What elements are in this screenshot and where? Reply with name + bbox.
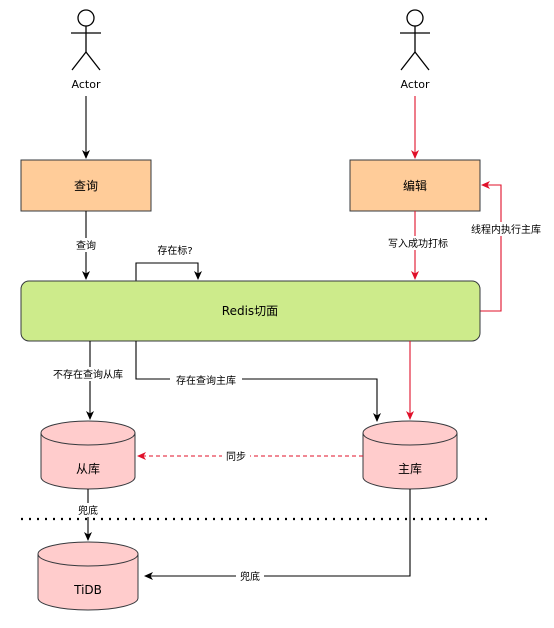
redis-box: Redis切面 (20, 280, 481, 342)
replica-db-label: 从库 (76, 461, 100, 476)
replica-db: 从库 (40, 420, 136, 490)
actor-left-label: Actor (72, 78, 101, 91)
redis-box-label: Redis切面 (222, 304, 278, 318)
query-box: 查询 (20, 159, 152, 212)
edge-label-write-success: 写入成功打标 (388, 237, 448, 250)
actor-left: Actor (71, 9, 101, 91)
edit-box: 编辑 (349, 159, 481, 212)
edge-label-thread-exec: 线程内执行主库 (471, 223, 541, 236)
edge-redis-to-edit (480, 181, 502, 312)
edge-redis-to-master (135, 341, 381, 422)
edge-label-fallback-left: 兜底 (78, 504, 98, 517)
edge-label-not-exist: 不存在查询从库 (53, 368, 123, 381)
master-db: 主库 (362, 420, 458, 490)
actor-right: Actor (400, 9, 430, 91)
edge-label-fallback-bottom: 兜底 (240, 570, 260, 583)
tidb-db-label: TiDB (73, 583, 102, 597)
edge-label-exists-flag: 存在标? (157, 244, 192, 257)
master-db-label: 主库 (398, 461, 422, 476)
edge-label-sync: 同步 (226, 451, 246, 463)
edge-exists-flag-loop (124, 262, 202, 282)
query-box-label: 查询 (74, 179, 98, 193)
edge-label-query: 查询 (76, 239, 96, 252)
edge-label-exist-master: 存在查询主库 (176, 374, 236, 387)
actor-right-label: Actor (401, 78, 430, 91)
edge-master-to-tidb (144, 489, 411, 580)
edit-box-label: 编辑 (403, 178, 427, 193)
tidb-db: TiDB (37, 541, 139, 611)
